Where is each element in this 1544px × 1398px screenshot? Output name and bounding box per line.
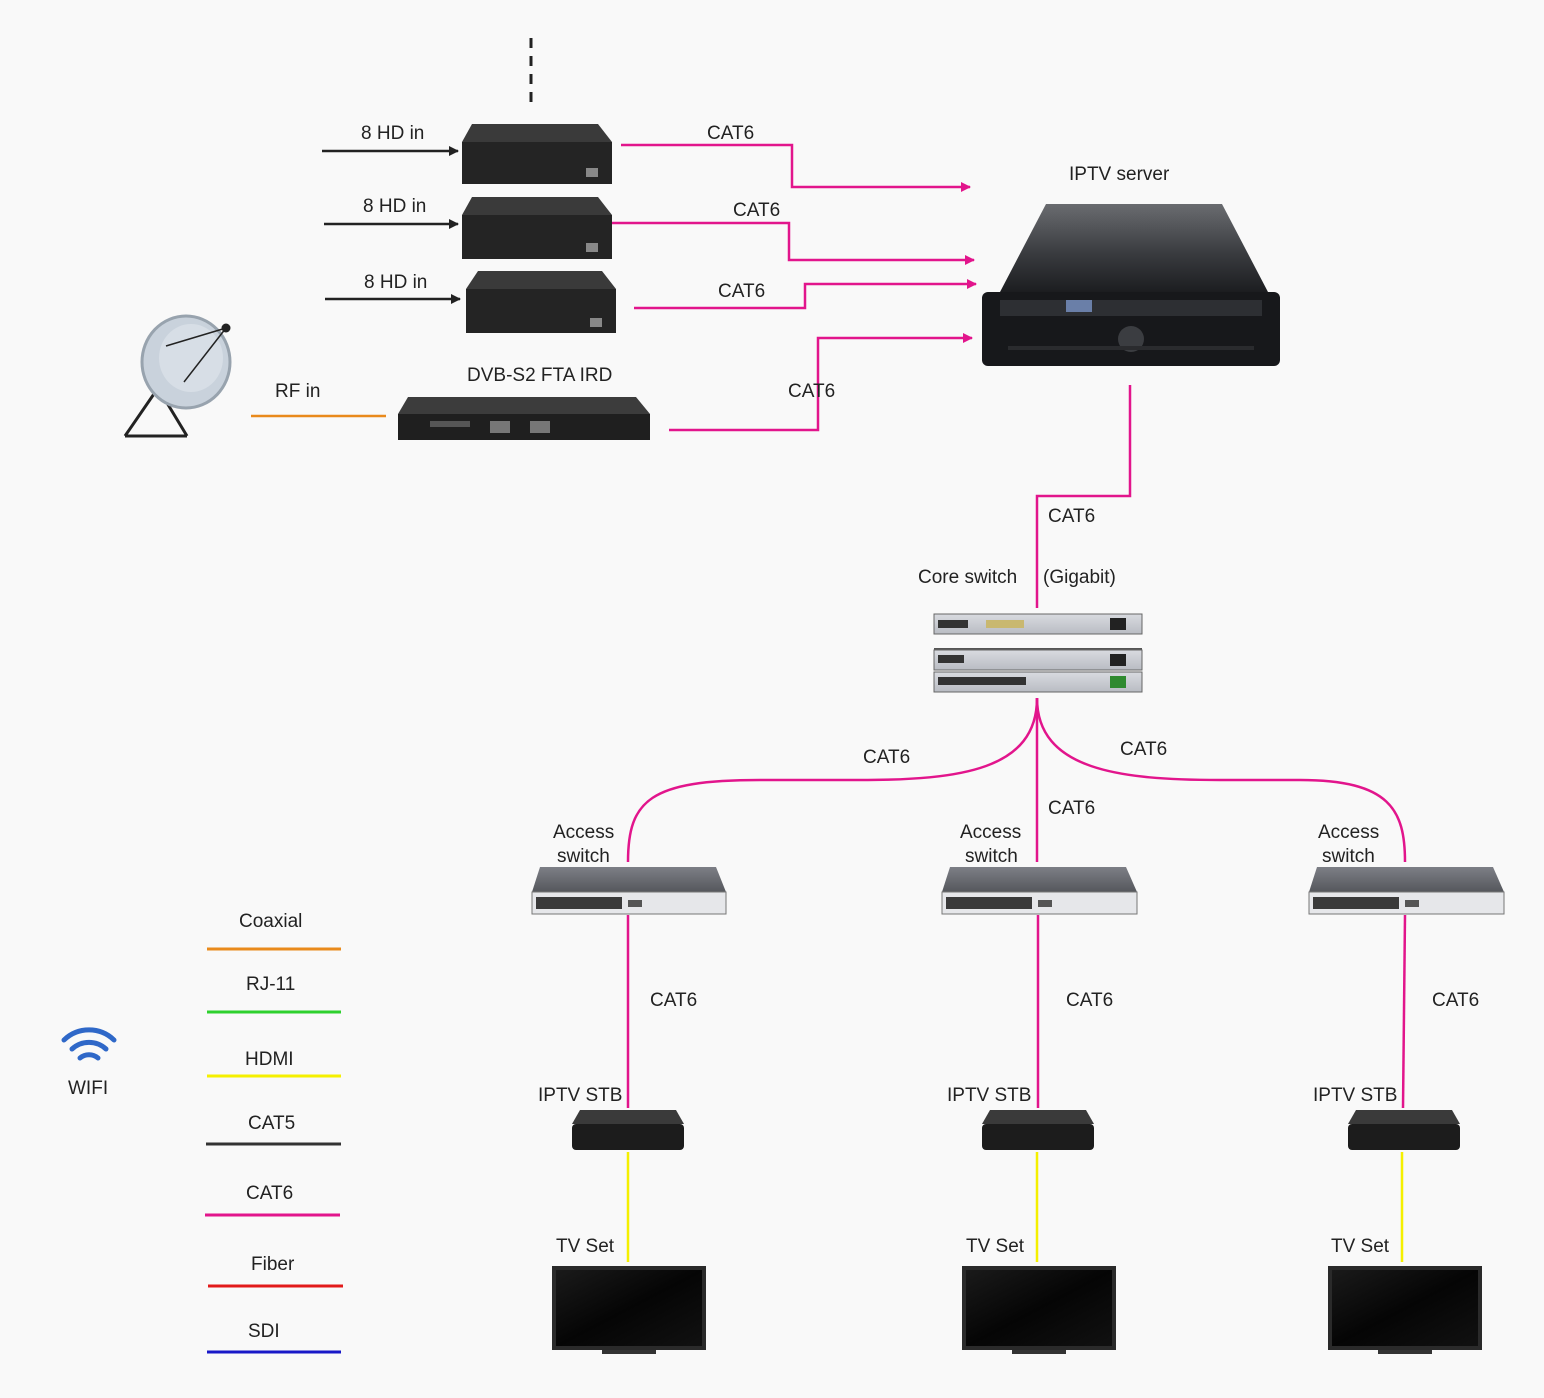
cat6-link-encoder-1 bbox=[621, 143, 971, 192]
cat6-link-label: CAT6 bbox=[718, 281, 765, 302]
cat6-link-access-stb bbox=[1401, 914, 1407, 1109]
encoder-1: 8 HD in bbox=[322, 123, 612, 184]
legend-label: Fiber bbox=[251, 1254, 295, 1275]
access-switch-label: Access bbox=[553, 822, 614, 843]
iptv-stb-device bbox=[1348, 1110, 1460, 1150]
access-switch-device bbox=[531, 867, 727, 915]
stb-label: IPTV STB bbox=[538, 1085, 622, 1106]
wifi-label: WIFI bbox=[68, 1078, 108, 1099]
cat6-link-label: CAT6 bbox=[733, 200, 780, 221]
encoder-device bbox=[466, 271, 616, 333]
cat6-link-label: CAT6 bbox=[1432, 990, 1479, 1011]
tv-set-device bbox=[962, 1266, 1116, 1354]
legend-label: SDI bbox=[248, 1321, 280, 1342]
legend-label: RJ-11 bbox=[246, 974, 295, 995]
legend: Coaxial RJ-11 HDMI CAT5 CAT6 Fiber SDI bbox=[205, 911, 343, 1354]
tv-label: TV Set bbox=[966, 1236, 1025, 1257]
hd-input-label: 8 HD in bbox=[364, 272, 427, 293]
branch-3: Access switch CAT6 IPTV STB TV Set bbox=[1308, 822, 1505, 1354]
encoder-device bbox=[462, 197, 612, 259]
encoder-device bbox=[462, 124, 612, 184]
cat6-link-core-access-3 bbox=[1035, 697, 1407, 863]
ird-label: DVB-S2 FTA IRD bbox=[467, 365, 612, 386]
legend-label: CAT6 bbox=[246, 1183, 293, 1204]
tv-set-device bbox=[1328, 1266, 1482, 1354]
cat6-link-label: CAT6 bbox=[1066, 990, 1113, 1011]
legend-item-hdmi: HDMI bbox=[207, 1049, 341, 1078]
server-label: IPTV server bbox=[1069, 164, 1170, 185]
legend-item-coaxial: Coaxial bbox=[207, 911, 341, 951]
access-switch-label: switch bbox=[557, 846, 610, 867]
tv-set-device bbox=[552, 1266, 706, 1354]
cat6-link-label: CAT6 bbox=[1120, 739, 1167, 760]
legend-item-cat6: CAT6 bbox=[205, 1183, 340, 1217]
access-switch-label: switch bbox=[965, 846, 1018, 867]
access-switch-label: Access bbox=[960, 822, 1021, 843]
branch-2: Access switch CAT6 IPTV STB TV Set bbox=[941, 822, 1138, 1354]
iptv-stb-device bbox=[572, 1110, 684, 1150]
legend-label: Coaxial bbox=[239, 911, 302, 932]
ird-receiver-device bbox=[398, 397, 650, 440]
cat6-link-label: CAT6 bbox=[788, 381, 835, 402]
cat6-link-label: CAT6 bbox=[650, 990, 697, 1011]
cat6-link-label: CAT6 bbox=[1048, 506, 1095, 527]
encoder-3: 8 HD in bbox=[325, 271, 616, 333]
cat6-link-encoder-2 bbox=[612, 221, 975, 265]
access-switch-label: switch bbox=[1322, 846, 1375, 867]
tv-label: TV Set bbox=[1331, 1236, 1390, 1257]
iptv-server-device bbox=[982, 204, 1280, 366]
legend-item-rj11: RJ-11 bbox=[207, 974, 341, 1014]
cat6-link-label: CAT6 bbox=[1048, 798, 1095, 819]
satellite-dish-icon bbox=[123, 314, 232, 438]
cat6-link-encoder-3 bbox=[634, 279, 977, 310]
legend-label: CAT5 bbox=[248, 1113, 295, 1134]
cat6-link-ird bbox=[669, 333, 973, 432]
hd-input-label: 8 HD in bbox=[361, 123, 424, 144]
rf-in-label: RF in bbox=[275, 381, 320, 402]
legend-item-cat5: CAT5 bbox=[206, 1113, 341, 1146]
hd-input-label: 8 HD in bbox=[363, 196, 426, 217]
cat6-link-server-core bbox=[1035, 385, 1132, 608]
cat6-link-label: CAT6 bbox=[707, 123, 754, 144]
stb-label: IPTV STB bbox=[947, 1085, 1031, 1106]
legend-item-fiber: Fiber bbox=[208, 1254, 343, 1288]
cat6-link-core-access-1 bbox=[626, 697, 1039, 863]
legend-item-sdi: SDI bbox=[207, 1321, 341, 1354]
encoder-2: 8 HD in bbox=[324, 196, 612, 259]
iptv-stb-device bbox=[982, 1110, 1094, 1150]
wifi-icon bbox=[61, 1027, 117, 1061]
legend-label: HDMI bbox=[245, 1049, 294, 1070]
branch-1: Access switch CAT6 IPTV STB TV Set bbox=[531, 822, 727, 1354]
stb-label: IPTV STB bbox=[1313, 1085, 1397, 1106]
core-switch-device bbox=[933, 613, 1143, 693]
cat6-link-label: CAT6 bbox=[863, 747, 910, 768]
access-switch-label: Access bbox=[1318, 822, 1379, 843]
access-switch-device bbox=[1308, 867, 1505, 915]
tv-label: TV Set bbox=[556, 1236, 615, 1257]
core-switch-label: Core switch bbox=[918, 567, 1017, 588]
access-switch-device bbox=[941, 867, 1138, 915]
core-switch-sublabel: (Gigabit) bbox=[1043, 567, 1116, 588]
